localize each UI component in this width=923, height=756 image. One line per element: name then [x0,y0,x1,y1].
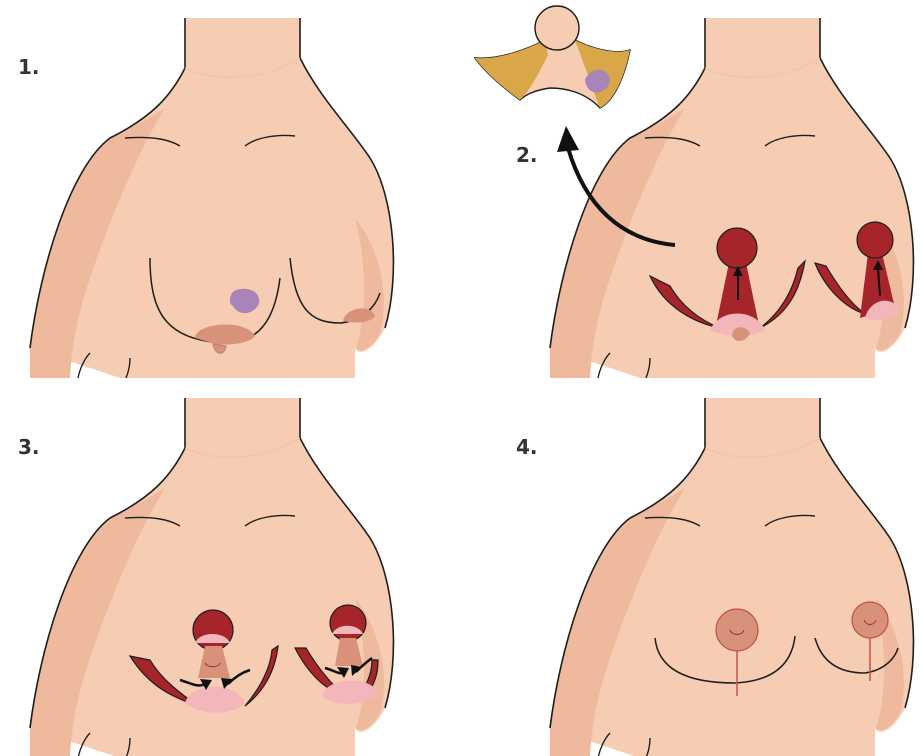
excised-tissue-flap [475,6,630,108]
left-new-areola [716,609,758,651]
left-keyhole [717,228,757,268]
panel-1-before [30,18,393,378]
panel-4-result [550,398,913,756]
right-new-areola [852,602,888,638]
right-keyhole [857,222,893,258]
panel-3-repositioning [30,398,393,756]
